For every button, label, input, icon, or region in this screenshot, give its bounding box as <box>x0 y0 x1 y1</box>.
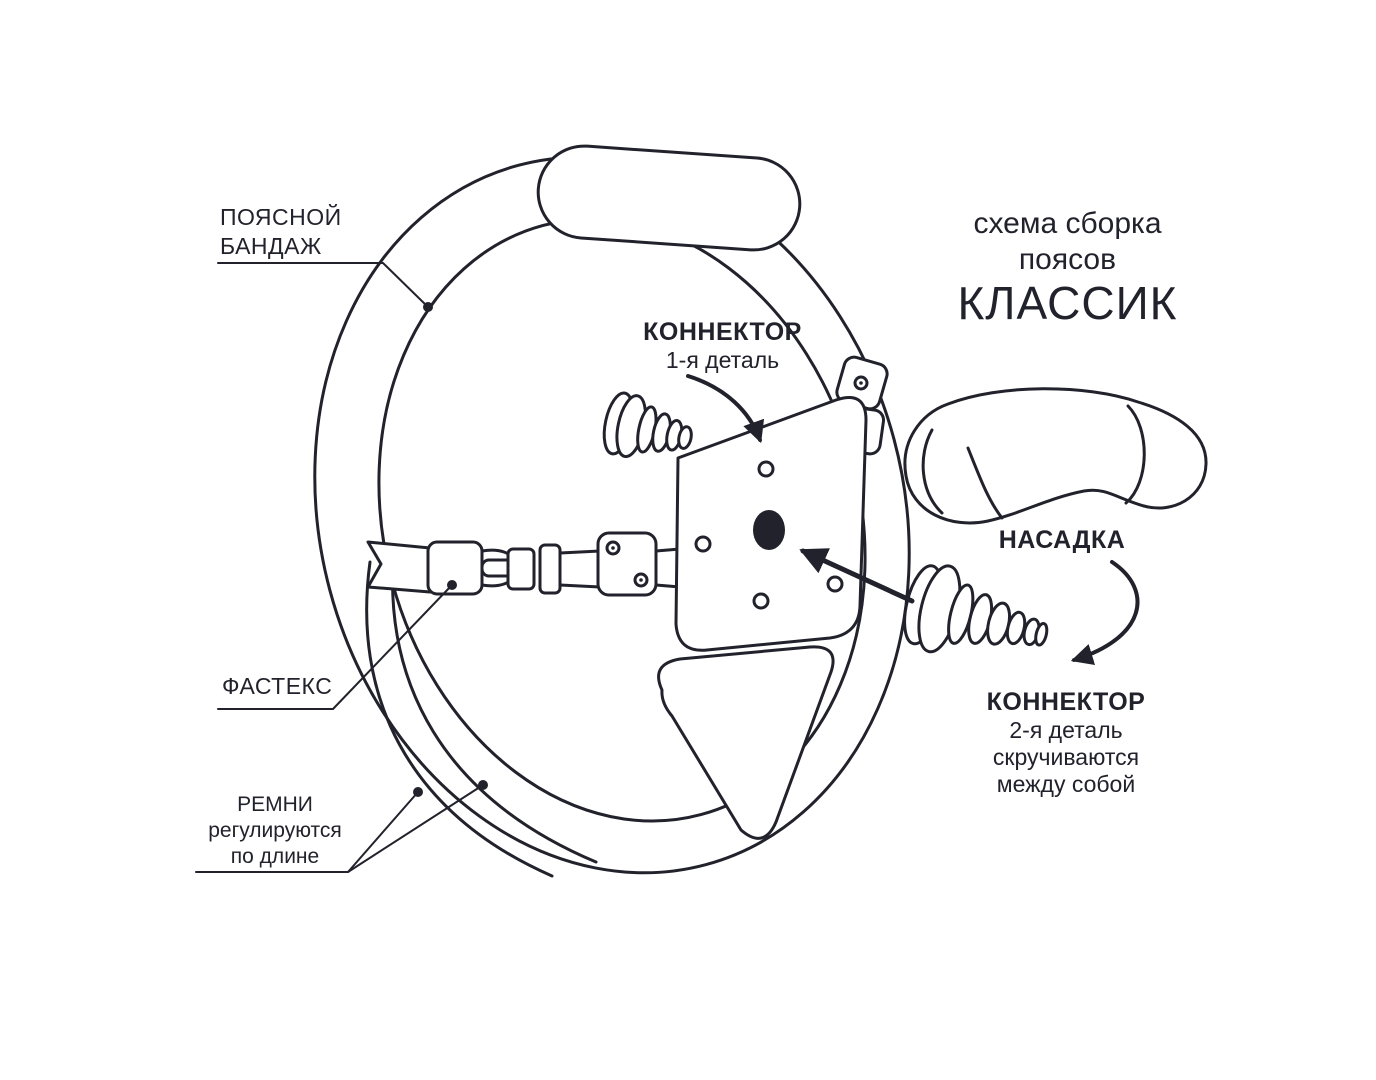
front-plate <box>674 396 868 652</box>
label-straps-note1: регулируются <box>208 819 342 842</box>
plate-center-hole <box>753 510 785 550</box>
connector-1-part <box>602 391 693 459</box>
label-nozzle: НАСАДКА <box>998 526 1126 554</box>
arrow-connector1-to-plate <box>686 374 765 444</box>
connector-2-part <box>903 564 1049 654</box>
label-connector1-name: КОННЕКТОР <box>643 318 802 346</box>
label-connector2-detail: 2-я деталь <box>1009 717 1123 743</box>
label-connector2-name: КОННЕКТОР <box>986 688 1146 716</box>
leader-fastex <box>217 584 453 710</box>
label-connector2-note1: скручиваются <box>992 744 1140 770</box>
diagram-title: схема сборка поясов КЛАССИК <box>930 205 1205 328</box>
leader-straps-2 <box>347 784 484 873</box>
leader-straps-dot-2 <box>478 780 488 790</box>
label-straps: РЕМНИ регулируются по длине <box>180 792 370 870</box>
waist-pad <box>536 144 802 252</box>
front-fabric-panel <box>657 645 835 840</box>
label-waistband: ПОЯСНОЙ БАНДАЖ <box>220 203 342 261</box>
leader-straps-dot-1 <box>413 787 423 797</box>
label-connector2: КОННЕКТОР 2-я деталь скручиваются между … <box>948 688 1184 798</box>
label-connector2-note2: между собой <box>996 771 1136 797</box>
label-straps-name: РЕМНИ <box>237 793 313 816</box>
arrows <box>686 374 1140 666</box>
leader-lines <box>195 262 488 873</box>
arrow-nozzle-to-connector2 <box>1070 560 1140 666</box>
label-connector1-detail: 1-я деталь <box>665 347 780 373</box>
label-connector1: КОННЕКТОР 1-я деталь <box>610 318 835 374</box>
arrow-connector2-to-hole <box>799 548 915 604</box>
leader-waistband <box>217 262 429 308</box>
title-line3: КЛАССИК <box>957 277 1178 329</box>
label-fastex: ФАСТЕКС <box>222 673 333 699</box>
leader-fastex-dot <box>447 580 457 590</box>
label-waistband-line1: ПОЯСНОЙ <box>220 204 342 230</box>
leader-waistband-dot <box>423 302 433 312</box>
title-line1: схема сборка <box>973 207 1162 240</box>
leg-straps <box>365 546 598 878</box>
label-waistband-line2: БАНДАЖ <box>220 233 322 259</box>
title-line2: поясов <box>1018 243 1117 276</box>
dildo-attachment <box>903 387 1208 525</box>
fastex-buckle-assembly <box>366 531 682 597</box>
label-straps-note2: по длине <box>230 845 320 868</box>
